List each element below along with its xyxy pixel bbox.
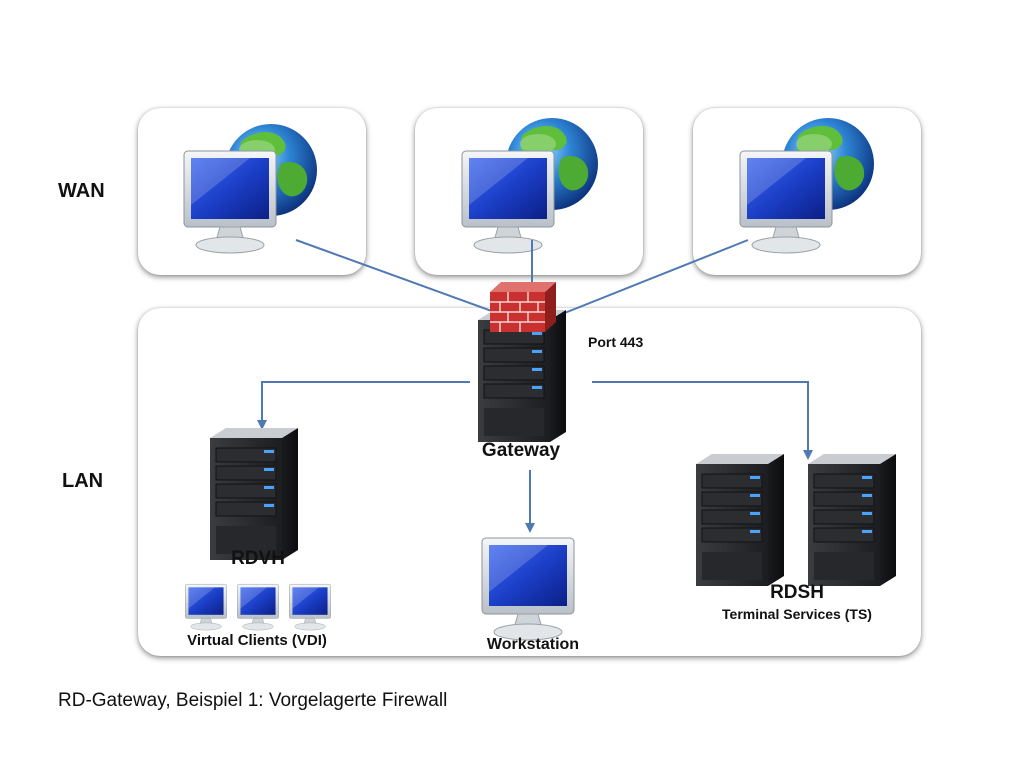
- vdi-clients: [185, 583, 331, 631]
- wan-client-monitor-icon: [739, 150, 833, 254]
- rdsh-server-icon: [695, 453, 785, 587]
- vdi-monitor-icon: [237, 583, 279, 631]
- wan-connector-line: [541, 239, 749, 323]
- vdi-monitor-icon: [185, 583, 227, 631]
- rdsh-label: RDSH: [770, 582, 824, 603]
- ts-label: Terminal Services (TS): [722, 606, 872, 622]
- diagram-caption: RD-Gateway, Beispiel 1: Vorgelagerte Fir…: [58, 690, 448, 711]
- workstation-label: Workstation: [486, 636, 580, 653]
- wan-client-monitor-icon: [461, 150, 555, 254]
- rdvh-server-icon: [209, 427, 299, 561]
- wan-client-monitor-icon: [183, 150, 277, 254]
- vdi-label: Virtual Clients (VDI): [187, 632, 327, 649]
- rdsh-server-icon: [807, 453, 897, 587]
- wan-connector-line: [295, 239, 523, 323]
- port-label: Port 443: [588, 334, 644, 350]
- rdvh-label: RDVH: [231, 548, 285, 569]
- workstation-monitor-icon: [481, 537, 575, 641]
- wan-label: WAN: [58, 180, 105, 202]
- gateway-label: Gateway: [481, 440, 561, 461]
- connector-to-rdsh: [592, 381, 813, 460]
- connector-to-rdvh: [257, 381, 470, 430]
- vdi-monitor-icon: [289, 583, 331, 631]
- lan-label: LAN: [62, 470, 104, 492]
- firewall-icon: [490, 282, 556, 332]
